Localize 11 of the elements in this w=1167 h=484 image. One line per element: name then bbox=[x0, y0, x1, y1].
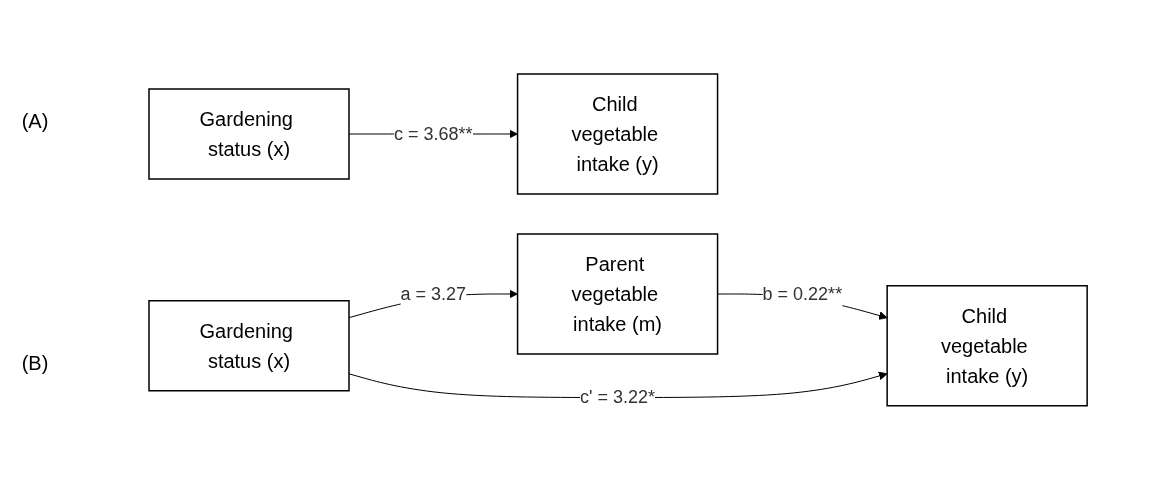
edge-label: c' = 3.22* bbox=[580, 386, 656, 407]
node-box: Child vegetable intake (y) bbox=[886, 284, 1089, 406]
node-box: Parent vegetable intake (m) bbox=[517, 232, 719, 355]
node-box: Gardening status (x) bbox=[148, 87, 351, 180]
node-box: Child vegetable intake (y) bbox=[517, 72, 719, 195]
edge-label: c = 3.68** bbox=[394, 123, 473, 143]
panel-label: (A) bbox=[21, 109, 49, 133]
edge-label: a = 3.27 bbox=[400, 283, 467, 303]
panel-label: (B) bbox=[21, 351, 49, 375]
edge-label: b = 0.22** bbox=[762, 283, 843, 303]
node-box: Gardening status (x) bbox=[148, 299, 351, 391]
